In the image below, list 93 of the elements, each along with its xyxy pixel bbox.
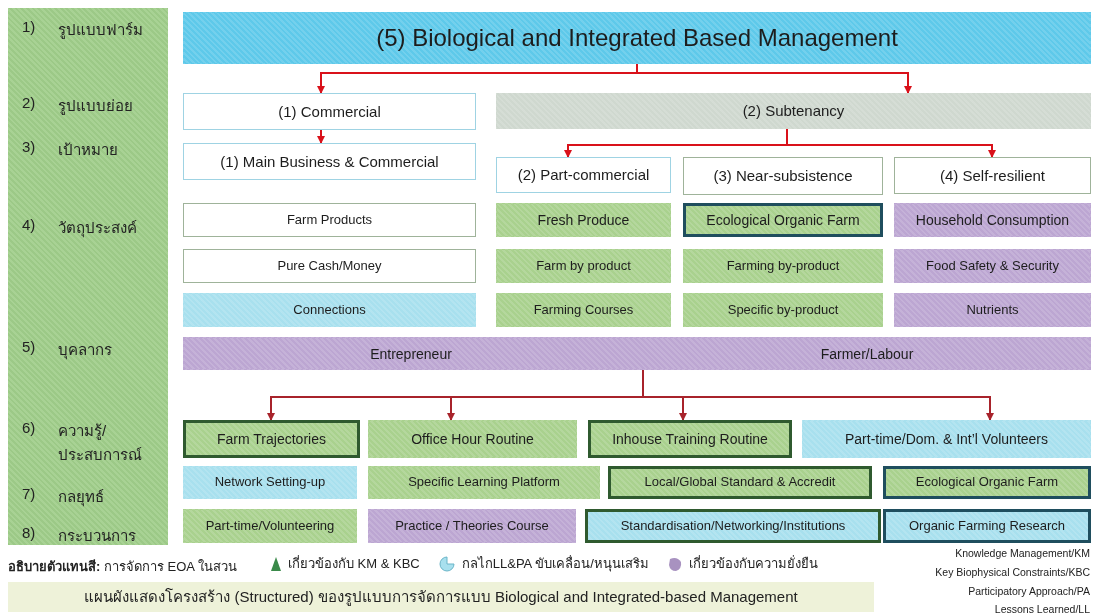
category-box [883, 509, 1091, 543]
box-text: (4) Self-resilient [940, 166, 1045, 185]
category-box [496, 293, 671, 327]
box-text: Farming Courses [533, 302, 634, 318]
box-text: Food Safety & Security [926, 258, 1059, 274]
legend-text: เกี่ยวข้องกับความยั่งยืน [688, 554, 818, 573]
category-box [368, 509, 576, 543]
category-box [883, 466, 1091, 499]
category-box [183, 249, 476, 283]
category-box [894, 249, 1091, 283]
box-text: (3) Near-subsistence [713, 167, 853, 185]
box-text: Part-time/Volunteering [205, 518, 335, 534]
row-label: 5) [22, 338, 36, 355]
category-box [183, 293, 476, 327]
box-text: Office Hour Routine [411, 430, 534, 448]
box-text: Ecological Organic Farm [706, 211, 860, 229]
box-text: Part-time/Dom. & Int’l Volunteers [844, 430, 1049, 448]
box-text: Ecological Organic Farm [915, 475, 1059, 490]
legend-text: กลไกLL&PA ขับเคลื่อน/หนุนเสริม [461, 554, 649, 574]
category-box [183, 203, 476, 237]
row-label: 2) [22, 94, 36, 111]
box-text: (2) Part-commercial [517, 166, 650, 184]
row-label: รูปแบบฟาร์ม [58, 20, 143, 41]
row-label: รูปแบบย่อย [58, 96, 133, 117]
box-text: Nutrients [966, 302, 1019, 318]
category-box [183, 143, 476, 180]
abbreviation-note: Knowledge Management/KM [954, 547, 1090, 559]
caption-text: แผนผังแสดงโครงสร้าง (Structured) ของรูปแบบการจัดการแบบ Biological and Integrated-based Management [84, 587, 798, 608]
row-label: กลยุทธ์ [58, 487, 104, 509]
category-box [608, 466, 872, 499]
category-box [183, 509, 357, 543]
box-text: Farm Products [286, 212, 373, 228]
category-box [683, 203, 883, 237]
category-box [802, 420, 1091, 458]
box-text: Specific by-product [727, 302, 839, 318]
category-box [894, 203, 1091, 237]
abbreviation-note: Participatory Approach/PA [967, 585, 1090, 597]
row-label: 4) [22, 216, 36, 233]
category-box [683, 249, 883, 283]
row-label: บุคลากร [58, 340, 112, 362]
box-text: Practice / Theories Course [395, 518, 549, 534]
arrow [786, 128, 996, 158]
row-label: 3) [22, 138, 36, 155]
row-label: วัตถุประสงค์ [58, 218, 137, 240]
legend-heading: อธิบายตัวแทนสี: การจัดการ EOA ในสวน [8, 558, 237, 576]
legend-text: เกี่ยวข้องกับ KM & KBC [288, 554, 420, 573]
box-text: (2) Subtenancy [742, 102, 845, 120]
category-box [496, 203, 671, 237]
title-box [183, 12, 1091, 64]
box-text: Organic Farming Research [908, 518, 1066, 534]
box-text: Entrepreneur [370, 345, 452, 362]
arrow [317, 129, 325, 144]
category-box [183, 93, 476, 130]
box-text: Farming by-product [726, 258, 840, 274]
category-box [588, 420, 792, 458]
abbreviation-note: Lessons Learned/LL [993, 603, 1090, 615]
category-box [683, 157, 883, 195]
box-text: Fresh Produce [537, 211, 630, 229]
box-text: (1) Main Business & Commercial [220, 152, 439, 171]
box-text: Standardisation/Networking/Institutions [620, 518, 846, 534]
box-text: Farm by product [536, 258, 631, 274]
row-label: เป้าหมาย [58, 140, 118, 160]
category-box [585, 509, 881, 543]
abbreviation-note: Key Biophysical Constraints/KBC [934, 566, 1090, 578]
category-box [368, 420, 577, 458]
box-text: Local/Global Standard & Accredit [644, 475, 836, 490]
category-box [496, 249, 671, 283]
row-label: 6) [22, 419, 36, 436]
row-label: 1) [22, 18, 36, 35]
box-text: Pure Cash/Money [277, 258, 382, 274]
box-text: (1) Commercial [278, 102, 381, 121]
row-label: ความรู้/ประสบการณ์ [58, 421, 143, 465]
box-text: (5) Biological and Integrated Based Management [376, 24, 898, 52]
box-text: Specific Learning Platform [408, 475, 560, 490]
row-label: กระบวนการ [58, 526, 136, 546]
category-box [894, 293, 1091, 327]
row-label: 8) [22, 524, 36, 541]
box-text: Inhouse Training Routine [612, 430, 768, 448]
category-box [496, 93, 1091, 129]
box-text: Network Setting-up [214, 475, 326, 490]
box-text: Household Consumption [915, 211, 1070, 229]
category-box [683, 293, 883, 327]
box-text: Farm Trajectories [217, 430, 326, 448]
arrow [636, 63, 912, 94]
category-box [183, 337, 1091, 370]
category-box [183, 420, 360, 458]
category-box [496, 157, 671, 193]
category-box [368, 466, 600, 499]
row-label: 7) [22, 485, 36, 502]
box-text: Farmer/Labour [820, 345, 914, 362]
box-text: Connections [293, 302, 366, 318]
category-box [183, 466, 357, 499]
category-box [894, 157, 1091, 194]
